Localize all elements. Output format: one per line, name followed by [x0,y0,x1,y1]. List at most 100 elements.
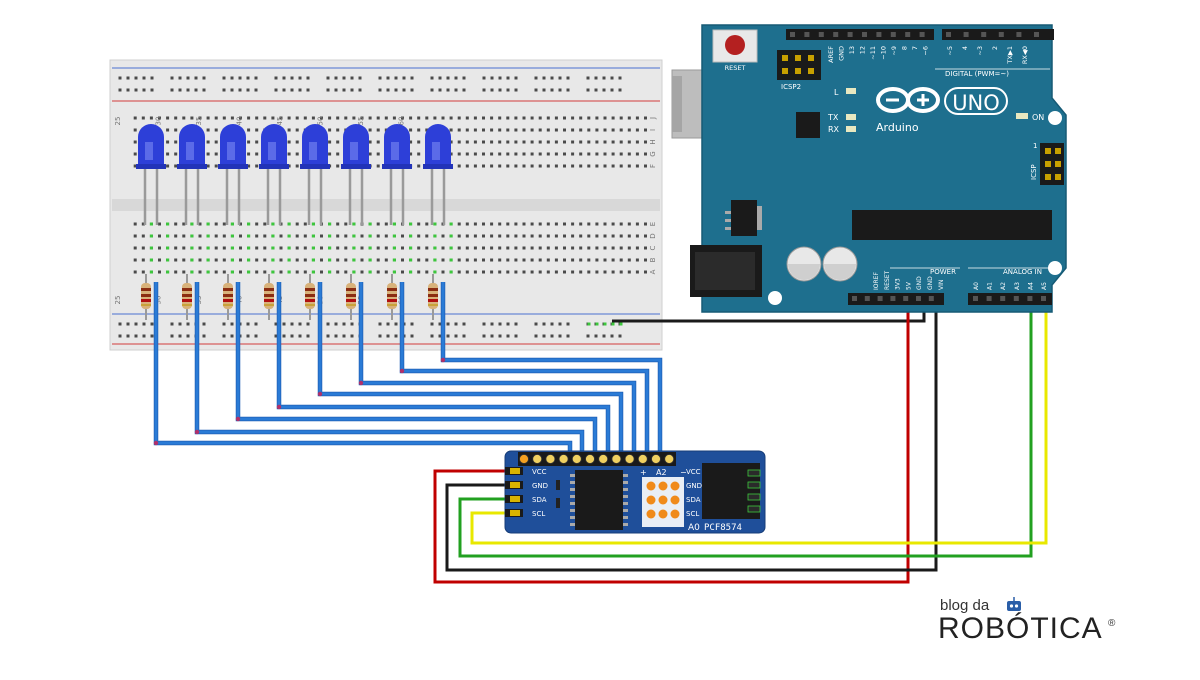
rail-hole [438,88,442,92]
connected-hole [230,234,234,238]
breadboard-hole [563,152,566,156]
chip-leg [570,488,575,491]
address-plus-label: + [640,468,647,477]
breadboard-hole [295,234,299,238]
breadboard-hole [182,270,186,274]
connected-hole [149,246,153,250]
breadboard-hole [619,116,623,120]
connected-hole [166,246,170,250]
digital-pin-label: 12 [859,46,867,54]
rail-hole [394,76,398,80]
breadboard-hole [222,270,226,274]
breadboard-hole [149,116,153,120]
breadboard-hole [522,164,526,168]
breadboard-hole [401,116,404,120]
digital-pin-label: AREF [827,46,835,63]
breadboard-hole [198,222,202,226]
breadboard-hole [603,128,607,132]
connected-hole [206,222,210,226]
breadboard-hole [595,116,599,120]
rail-hole [430,76,434,80]
breadboard-hole [198,246,202,250]
breadboard-hole [255,116,259,120]
breadboard-hole [522,128,526,132]
row-letter: E [649,222,657,226]
resistor-band [182,304,192,306]
breadboard-hole [514,270,518,274]
blue-led [423,124,453,225]
connected-hole [368,234,372,238]
breadboard-hole [530,222,534,226]
rail-hole [350,322,354,326]
resistor-band [387,294,397,297]
rail-hole [178,76,182,80]
breadboard-hole [579,128,583,132]
icsp2-pin [808,68,814,74]
rail-hole [326,322,330,326]
breadboard-hole [214,116,218,120]
digital-header-left [786,29,934,40]
header-pin [981,32,987,37]
breadboard-hole [449,140,453,144]
breadboard-hole [482,128,485,132]
breadboard-hole [595,258,599,262]
breadboard-hole [222,116,226,120]
io-pin [611,454,622,464]
breadboard-hole [644,116,647,120]
breadboard-hole [619,164,623,168]
breadboard-hole [255,164,259,168]
breadboard-hole [368,128,372,132]
breadboard-hole [554,128,558,132]
icsp2-pin [808,55,814,61]
breadboard-hole [635,246,639,250]
rail-hole [290,88,294,92]
rail-hole [350,88,354,92]
rail-hole [462,322,466,326]
rail-hole [514,76,518,80]
breadboard-hole [627,152,631,156]
breadboard-hole [603,258,607,262]
breadboard-hole [482,164,485,168]
breadboard-hole [465,222,469,226]
rail-hole [246,88,250,92]
breadboard-hole [522,234,526,238]
resistor-band [182,294,192,297]
breadboard-hole [214,140,218,144]
digital-label: DIGITAL (PWM=~) [945,70,1009,78]
breadboard-hole [611,128,615,132]
resistor-band [141,288,151,291]
breadboard-hole [174,246,178,250]
row-letter: G [649,151,657,156]
breadboard-hole [603,116,607,120]
rail-hole [438,76,442,80]
led-wire [277,282,610,458]
header-pin [998,32,1004,37]
rail-hole [566,334,570,338]
rail-hole [446,76,450,80]
connected-hole [206,234,210,238]
rail-hole [134,76,138,80]
wire-bend-point [358,380,364,386]
breadboard-hole [320,246,323,250]
breadboard-hole [287,164,291,168]
breadboard-hole [514,222,518,226]
breadboard-hole [174,164,178,168]
connected-hole [247,246,251,250]
rail-hole [334,322,338,326]
connected-hole [328,222,332,226]
rail-hole [610,88,614,92]
connected-hole [368,222,372,226]
connected-hole [271,246,275,250]
breadboard-hole [644,164,647,168]
rail-hole [274,334,278,338]
breadboard-hole [465,140,469,144]
breadboard-hole [174,152,178,156]
resistor-band [182,299,192,302]
breadboard-hole [587,222,591,226]
wire-bend-point [399,368,405,374]
rail-hole [586,334,590,338]
header-pin [818,32,824,37]
rail-hole [290,322,294,326]
breadboard-hole [457,270,461,274]
